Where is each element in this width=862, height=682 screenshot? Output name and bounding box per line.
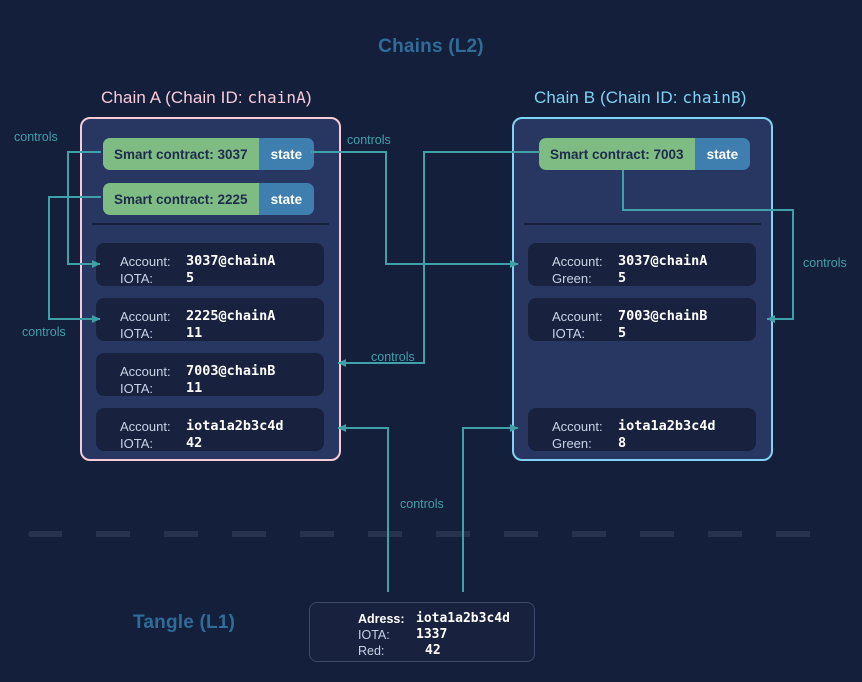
chain-a-account-1-val-1: 11	[186, 325, 203, 341]
chain-a-account-0-row-0: Account: 3037@chainA	[120, 253, 312, 270]
chain-b-title-id: chainB	[682, 88, 741, 107]
tangle-l1-title: Tangle (L1)	[133, 612, 236, 633]
chain-b-account-1-val-0: 7003@chainB	[618, 308, 708, 324]
chain-a-contract-1[interactable]: Smart contract: 2225 state	[103, 183, 315, 215]
chain-a-account-0-val-1: 5	[186, 270, 195, 286]
chain-b-account-1-val-1: 5	[618, 325, 627, 341]
chain-a-divider	[92, 223, 329, 225]
chain-a-account-2-key-1: IOTA:	[120, 381, 153, 396]
chain-a-contract-1-state[interactable]: state	[258, 183, 315, 215]
chain-a-account-1-key-1: IOTA:	[120, 326, 153, 341]
chain-a-account-1-key-0: Account:	[120, 309, 171, 324]
wire-a-sc3037-to-b-acct3037	[311, 151, 519, 268]
chain-a-account-0-key-1: IOTA:	[120, 271, 153, 286]
label-controls-right: controls	[803, 256, 847, 270]
chains-l2-title: Chains (L2)	[378, 36, 484, 57]
chain-a-account-0-key-0: Account:	[120, 254, 171, 269]
tangle-row-iota: IOTA: 1337	[358, 627, 522, 643]
chain-a-title: Chain A (Chain ID: chainA)	[101, 88, 312, 108]
chain-b-account-0-key-1: Green:	[552, 271, 592, 286]
label-controls-left-bottom: controls	[22, 325, 66, 339]
chain-b-account-2-key-0: Account:	[552, 419, 603, 434]
chain-b-account-2-row-0: Account: iota1a2b3c4d	[552, 418, 744, 435]
chain-b-account-2-val-1: 8	[618, 435, 627, 451]
chain-b-account-2-key-1: Green:	[552, 436, 592, 451]
tangle-row-red: Red: 42	[358, 643, 522, 659]
chain-a-contract-0[interactable]: Smart contract: 3037 state	[103, 138, 315, 170]
wire-tangle-to-chain-a-account	[337, 424, 389, 592]
chain-a-account-0[interactable]: Account: 3037@chainA IOTA: 5	[96, 243, 324, 286]
tangle-dashed-line	[28, 531, 834, 537]
chain-b-account-1-row-1: IOTA: 5	[552, 325, 744, 342]
chain-a-contract-0-name: Smart contract: 3037	[103, 138, 259, 170]
tangle-row-address: Adress: iota1a2b3c4d	[358, 611, 522, 627]
label-controls-left-top: controls	[14, 130, 58, 144]
tangle-red-key: Red:	[358, 644, 385, 658]
chain-a-account-2-val-1: 11	[186, 380, 203, 396]
chain-a-contract-0-state[interactable]: state	[258, 138, 315, 170]
chain-a-account-1[interactable]: Account: 2225@chainA IOTA: 11	[96, 298, 324, 341]
chain-a-account-2[interactable]: Account: 7003@chainB IOTA: 11	[96, 353, 324, 396]
tangle-address-value: iota1a2b3c4d	[416, 611, 510, 626]
chain-a-title-suffix: )	[305, 88, 312, 107]
chain-b-account-1-key-0: Account:	[552, 309, 603, 324]
chain-b-panel: Smart contract: 7003 state Account: 3037…	[512, 117, 773, 461]
chain-a-account-3-key-1: IOTA:	[120, 436, 153, 451]
chain-b-account-1[interactable]: Account: 7003@chainB IOTA: 5	[528, 298, 756, 341]
tangle-address-key: Adress:	[358, 612, 405, 626]
chain-b-title-suffix: )	[740, 88, 747, 107]
label-controls-mid-top: controls	[347, 133, 391, 147]
chain-a-account-2-key-0: Account:	[120, 364, 171, 379]
tangle-red-value: 42	[425, 643, 441, 658]
chain-a-account-3-val-1: 42	[186, 435, 203, 451]
chain-a-account-3-key-0: Account:	[120, 419, 171, 434]
tangle-address-card[interactable]: Adress: iota1a2b3c4d IOTA: 1337 Red: 42	[309, 602, 535, 662]
chain-b-contract-0-state[interactable]: state	[694, 138, 751, 170]
chain-a-account-2-row-1: IOTA: 11	[120, 380, 312, 397]
chain-a-account-0-row-1: IOTA: 5	[120, 270, 312, 287]
chain-a-contract-1-name: Smart contract: 2225	[103, 183, 259, 215]
chain-a-title-prefix: Chain A (Chain ID:	[101, 88, 248, 107]
chain-a-account-3-row-1: IOTA: 42	[120, 435, 312, 452]
chain-a-account-0-val-0: 3037@chainA	[186, 253, 276, 269]
chain-a-title-id: chainA	[247, 88, 306, 107]
chain-b-divider	[524, 223, 761, 225]
chain-a-account-1-row-0: Account: 2225@chainA	[120, 308, 312, 325]
chain-b-account-1-row-0: Account: 7003@chainB	[552, 308, 744, 325]
wire-b-sc7003-to-a-acct7003	[337, 151, 540, 367]
label-controls-mid-bottom: controls	[371, 350, 415, 364]
chain-b-account-1-key-1: IOTA:	[552, 326, 585, 341]
chain-b-account-0-key-0: Account:	[552, 254, 603, 269]
chain-b-title-prefix: Chain B (Chain ID:	[534, 88, 683, 107]
chain-b-account-2-val-0: iota1a2b3c4d	[618, 418, 716, 434]
chain-b-account-0[interactable]: Account: 3037@chainA Green: 5	[528, 243, 756, 286]
chain-b-account-2-row-1: Green: 8	[552, 435, 744, 452]
chain-b-account-2[interactable]: Account: iota1a2b3c4d Green: 8	[528, 408, 756, 451]
chain-a-account-2-val-0: 7003@chainB	[186, 363, 276, 379]
chain-a-account-3-row-0: Account: iota1a2b3c4d	[120, 418, 312, 435]
chain-b-account-0-row-1: Green: 5	[552, 270, 744, 287]
chain-a-panel: Smart contract: 3037 state Smart contrac…	[80, 117, 341, 461]
label-controls-tangle: controls	[400, 497, 444, 511]
chain-a-account-3-val-0: iota1a2b3c4d	[186, 418, 284, 434]
chain-a-account-2-row-0: Account: 7003@chainB	[120, 363, 312, 380]
chain-b-account-0-row-0: Account: 3037@chainA	[552, 253, 744, 270]
chain-b-contract-0-name: Smart contract: 7003	[539, 138, 695, 170]
chain-b-account-0-val-0: 3037@chainA	[618, 253, 708, 269]
chain-a-account-3[interactable]: Account: iota1a2b3c4d IOTA: 42	[96, 408, 324, 451]
chain-b-contract-0[interactable]: Smart contract: 7003 state	[539, 138, 751, 170]
chain-a-account-1-val-0: 2225@chainA	[186, 308, 276, 324]
chain-b-account-0-val-1: 5	[618, 270, 627, 286]
wire-tangle-to-chain-b-account	[462, 424, 519, 592]
tangle-iota-key: IOTA:	[358, 628, 390, 642]
chain-a-account-1-row-1: IOTA: 11	[120, 325, 312, 342]
tangle-iota-value: 1337	[416, 627, 448, 642]
chain-b-title: Chain B (Chain ID: chainB)	[534, 88, 747, 108]
